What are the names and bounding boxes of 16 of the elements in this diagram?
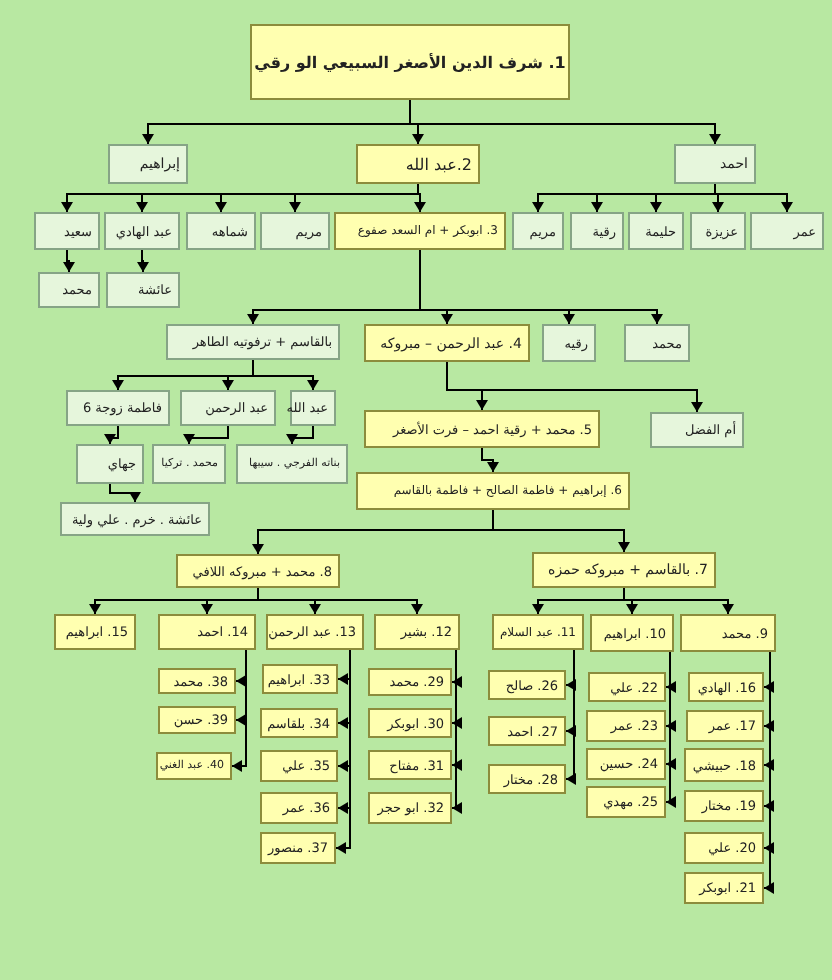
connector-arrow bbox=[104, 425, 119, 445]
connector-arrow bbox=[409, 99, 721, 145]
connector-arrow bbox=[63, 249, 75, 273]
connector-arrow bbox=[446, 361, 703, 413]
person-box: 1. شرف الدين الأصغر السبيعي الو رقي bbox=[250, 24, 570, 100]
connector-arrow bbox=[481, 447, 499, 473]
connector-arrow bbox=[183, 425, 229, 445]
connector-arrow bbox=[565, 649, 576, 785]
connector-arrow bbox=[714, 183, 793, 213]
connector-arrow bbox=[137, 249, 149, 273]
connector-arrow bbox=[763, 651, 774, 894]
connector-arrow bbox=[414, 183, 426, 213]
connector-arrow bbox=[109, 483, 141, 503]
person-box: 2.عبد الله bbox=[356, 144, 480, 184]
connector-arrow bbox=[252, 359, 319, 391]
connector-arrow bbox=[286, 425, 314, 445]
